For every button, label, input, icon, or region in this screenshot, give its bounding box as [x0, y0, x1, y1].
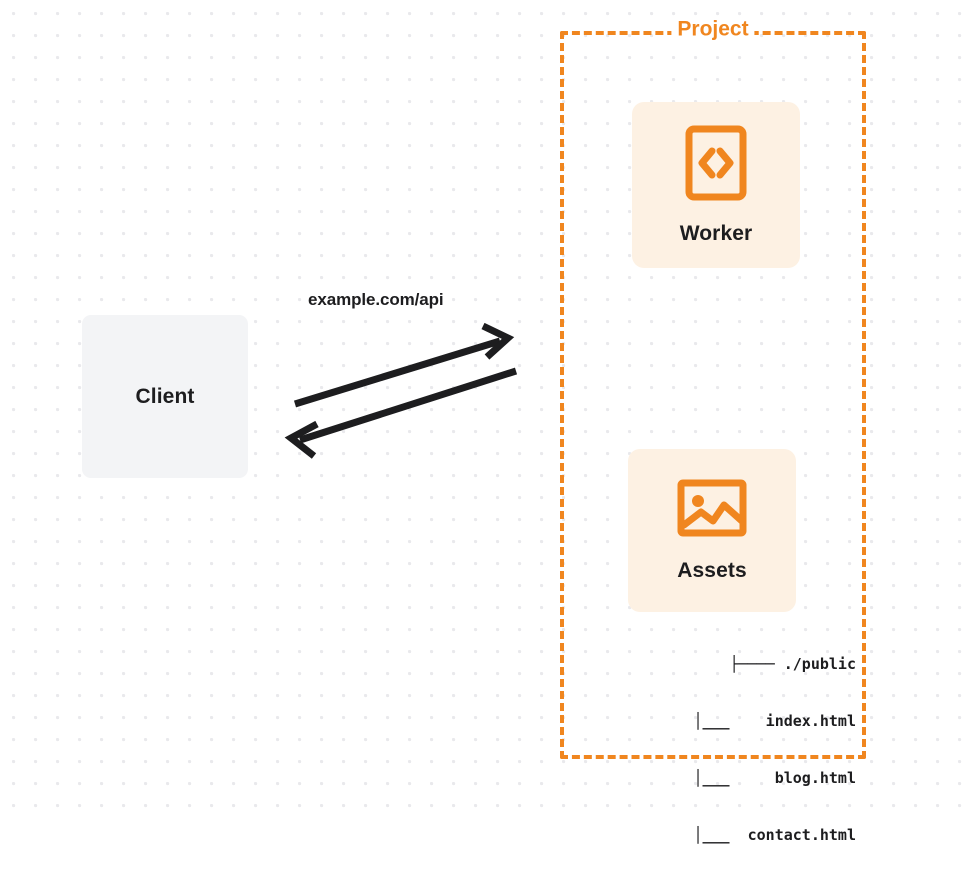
connection-label: example.com/api: [308, 290, 444, 309]
assets-node-label: Assets: [677, 559, 747, 582]
assets-node[interactable]: Assets: [628, 449, 796, 612]
file-tree-line: │___ index.html: [693, 712, 856, 730]
project-group: Project Worker Assets: [560, 18, 866, 844]
code-brackets-icon: [685, 125, 747, 206]
diagram-canvas: Client example.com/api Project: [0, 0, 980, 844]
assets-file-tree: ├──── ./public │___ index.html │___ blog…: [606, 617, 856, 883]
client-node[interactable]: Client: [82, 315, 248, 478]
client-node-label: Client: [135, 384, 195, 408]
response-arrow-icon: [284, 367, 518, 459]
request-arrow-icon: [293, 322, 515, 408]
project-group-label: Project: [671, 18, 755, 40]
worker-node[interactable]: Worker: [632, 102, 800, 268]
file-tree-line: │___ contact.html: [693, 826, 856, 844]
worker-node-label: Worker: [679, 221, 753, 245]
image-photo-icon: [677, 478, 747, 543]
file-tree-line: ├──── ./public: [729, 655, 856, 673]
file-tree-line: │___ blog.html: [693, 769, 856, 787]
